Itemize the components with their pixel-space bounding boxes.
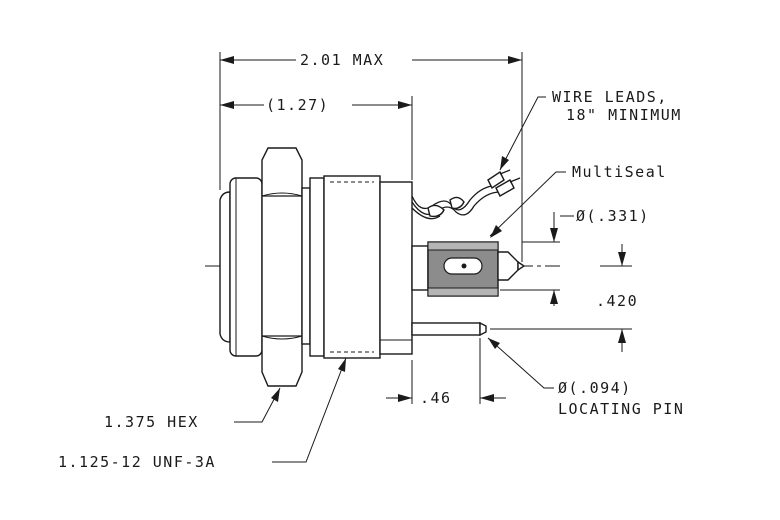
- threaded-body: [309, 175, 413, 359]
- callout-multiseal: MultiSeal: [489, 163, 667, 238]
- wire-leads-label-line2: 18" MINIMUM: [566, 106, 682, 124]
- callout-hex: 1.375 HEX: [104, 387, 281, 431]
- multiseal-label: MultiSeal: [572, 163, 667, 181]
- body-length-label: (1.27): [266, 96, 329, 114]
- pin-offset-label: .420: [596, 292, 638, 310]
- thread-label: 1.125-12 UNF-3A: [58, 453, 216, 471]
- hex-label: 1.375 HEX: [104, 413, 199, 431]
- back-flange: [219, 177, 263, 357]
- locating-pin-label: LOCATING PIN: [558, 400, 684, 418]
- overall-length-label: 2.01 MAX: [300, 51, 384, 69]
- hex-nut: [261, 147, 303, 387]
- callout-wire-leads: WIRE LEADS, 18" MINIMUM: [499, 88, 682, 171]
- seal-diameter-label: Ø(.331): [576, 207, 650, 225]
- callout-locating-pin: Ø(.094) LOCATING PIN: [487, 337, 684, 418]
- dim-overall-length: 2.01 MAX: [219, 51, 523, 262]
- pin-diameter-label: Ø(.094): [558, 379, 632, 397]
- callout-thread: 1.125-12 UNF-3A: [58, 357, 347, 471]
- dim-seal-diameter: Ø(.331): [500, 207, 650, 306]
- locating-pin: [411, 321, 487, 337]
- pin-extension-label: .46: [420, 389, 452, 407]
- multiseal-connector: [411, 241, 526, 297]
- dim-body-length: (1.27): [220, 96, 413, 180]
- dim-pin-extension: .46: [386, 338, 506, 407]
- wire-leads-label-line1: WIRE LEADS,: [552, 88, 668, 106]
- washer: [301, 187, 311, 345]
- dim-pin-offset: .420: [490, 244, 638, 352]
- wire-leads: [411, 169, 521, 220]
